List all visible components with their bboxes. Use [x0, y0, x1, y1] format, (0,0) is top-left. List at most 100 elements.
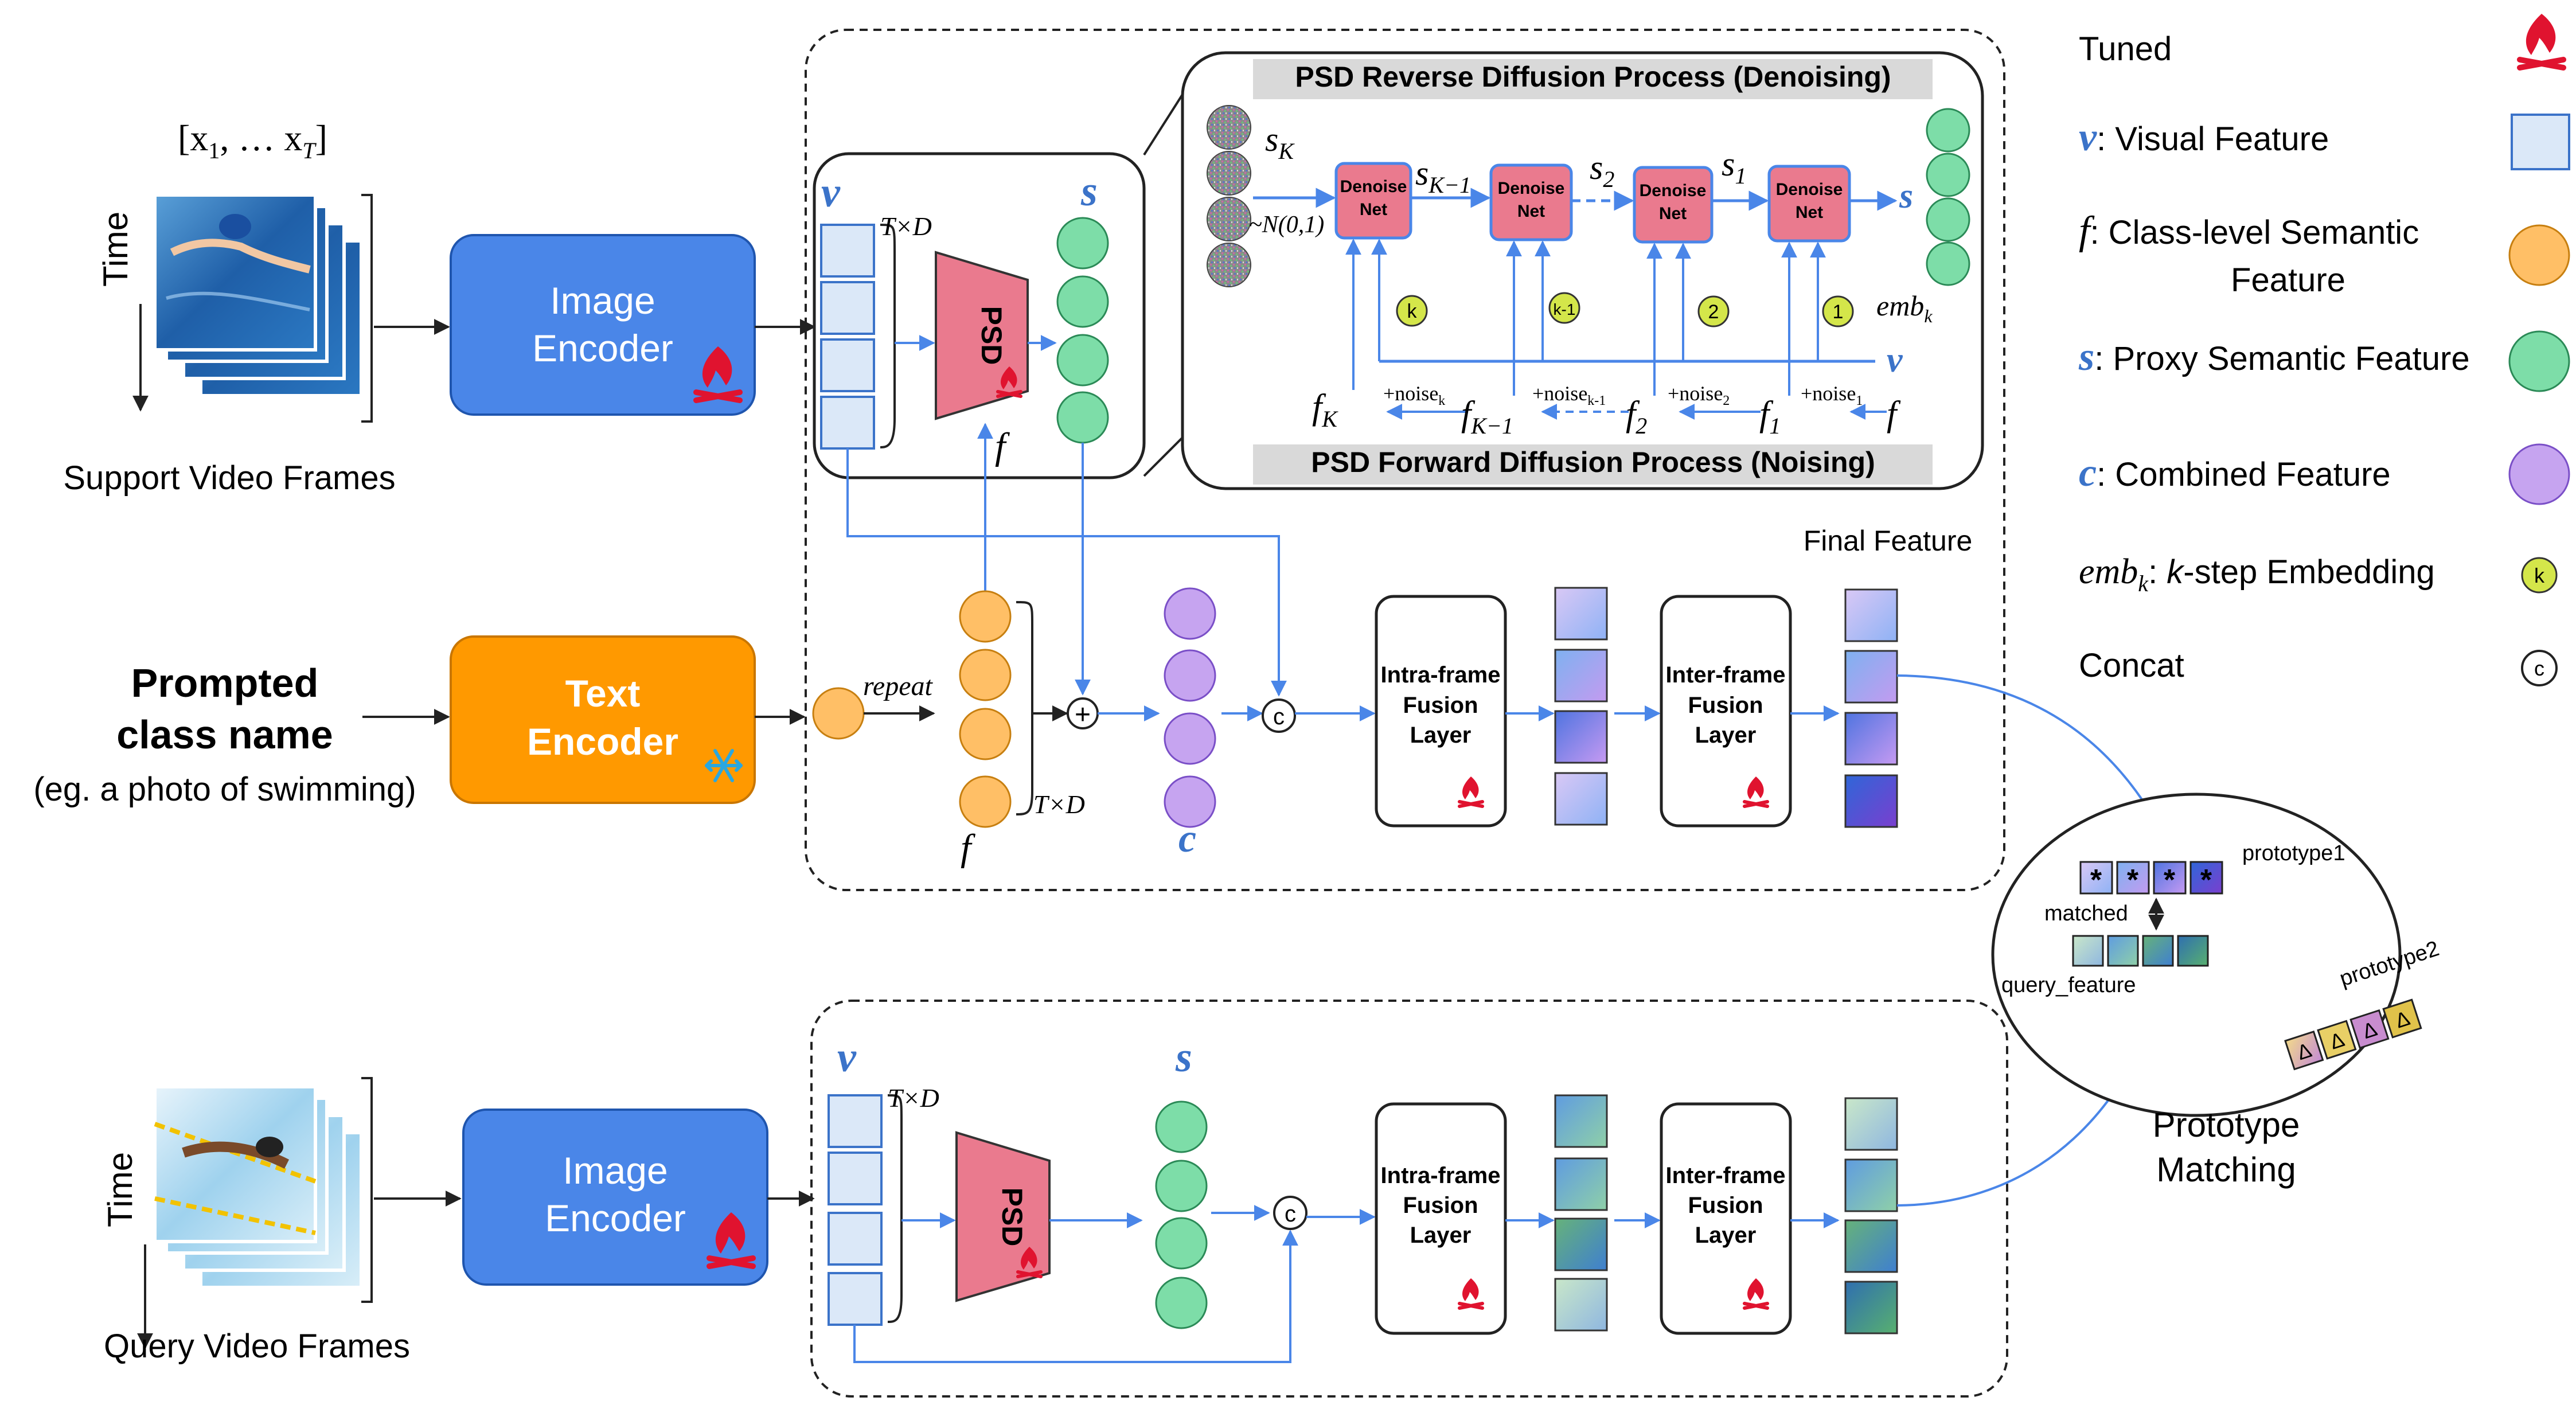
s-output-label: s [1899, 177, 1913, 216]
svg-text:Denoise: Denoise [1340, 177, 1407, 196]
svg-text:Net: Net [1796, 203, 1823, 222]
query-time-label: Time [101, 1152, 139, 1227]
prototype1-label: prototype1 [2242, 841, 2345, 865]
query-encoder-label-1: Image [563, 1149, 668, 1192]
support-encoder-label-2: Encoder [532, 327, 673, 369]
legend-combined: c: Combined Feature [2079, 451, 2391, 495]
prompt-line-3: (eg. a photo of swimming) [33, 771, 416, 808]
svg-text:Layer: Layer [1410, 1223, 1472, 1248]
svg-text:k: k [2534, 564, 2545, 587]
f-k-minus-1-label: fK−1 [1461, 395, 1513, 439]
support-txd-label: T×D [880, 212, 932, 241]
support-intra-frame-fusion-layer [1375, 595, 1507, 828]
query-branch: Time Query Video Frames Image Encoder [101, 1077, 815, 1365]
final-feature-label: Final Feature [1804, 525, 1973, 557]
legend-visual: v: Visual Feature [2079, 115, 2329, 159]
combined-c-label: c [1178, 817, 1196, 861]
text-txd-label: T×D [1033, 790, 1085, 819]
repeated-f-circles [959, 590, 1012, 828]
svg-text:1: 1 [1833, 301, 1844, 323]
noise-samples [1207, 105, 1251, 287]
prompt-line-1: Prompted [131, 661, 319, 705]
query-v-label: v [837, 1034, 857, 1081]
query-feature-label: query_feature [2001, 973, 2136, 997]
legend-class: f: Class-level Semantic [2079, 209, 2419, 253]
svg-text:Intra-frame: Intra-frame [1381, 662, 1501, 688]
svg-text:c: c [1285, 1201, 1296, 1227]
svg-text:Denoise: Denoise [1640, 181, 1707, 200]
s-2-label: s2 [1590, 149, 1614, 192]
query-feature-squares [2072, 935, 2209, 967]
repeat-label: repeat [863, 671, 934, 701]
text-branch: Prompted class name (eg. a photo of swim… [33, 587, 1376, 869]
matched-label: matched [2044, 901, 2128, 926]
svg-text:Net: Net [1659, 204, 1687, 223]
svg-text:Denoise: Denoise [1498, 179, 1565, 198]
svg-text:2: 2 [1708, 301, 1719, 323]
query-txd-label: T×D [888, 1083, 939, 1113]
s-k-minus-1-label: sK−1 [1415, 154, 1471, 198]
emb-k-label: embk [1876, 290, 1933, 326]
prototype1-features: * * * * [2079, 861, 2223, 897]
legend-emb-badge [2521, 557, 2558, 594]
support-sequence-label: [x1, … xT] [178, 118, 327, 163]
denoise-net-k-1: Denoise Net [1489, 163, 1573, 241]
prototype-matching-title-2: Matching [2156, 1150, 2296, 1189]
noise-k-minus-1-label: +noisek-1 [1532, 382, 1606, 408]
svg-text:*: * [2164, 864, 2176, 897]
svg-text:Layer: Layer [1410, 723, 1472, 748]
legend-visual-square [2511, 114, 2570, 170]
query-psd-label: PSD [996, 1188, 1028, 1247]
support-module-frame [805, 29, 2005, 891]
support-frames [153, 193, 363, 397]
diffusion-panel: PSD Reverse Diffusion Process (Denoising… [1181, 51, 1984, 490]
legend-class-line2: Feature [2231, 262, 2345, 299]
svg-text:c: c [1273, 704, 1285, 729]
legend-tuned-flame-icon [2520, 14, 2563, 68]
legend-concat: Concat [2079, 647, 2184, 684]
denoise-net-2: Denoise Net [1633, 166, 1714, 244]
concat-operator-support [1262, 698, 1296, 733]
svg-text:c: c [2534, 657, 2544, 680]
support-branch: [x1, … xT] Time Support Video Frames Ima… [63, 118, 816, 497]
query-image-encoder [462, 1109, 768, 1286]
svg-text:+: + [1075, 700, 1091, 730]
svg-text:Net: Net [1517, 202, 1545, 221]
support-v-label: v [821, 169, 841, 216]
support-inter-frame-fusion-layer [1660, 595, 1792, 828]
noise-distribution-label: ~N(0,1) [1249, 212, 1324, 238]
denoise-net-k: Denoise Net [1334, 162, 1412, 240]
query-module-frame [810, 1000, 2008, 1398]
svg-text:Inter-frame: Inter-frame [1666, 662, 1786, 688]
step-badges: k k-1 2 1 [1396, 292, 1854, 327]
svg-text:*: * [2090, 864, 2102, 897]
legend-tuned: Tuned [2079, 30, 2172, 68]
class-text-feature [812, 687, 865, 740]
denoise-net-1: Denoise Net [1767, 165, 1851, 243]
svg-text:Fusion: Fusion [1688, 693, 1763, 718]
svg-text:Net: Net [1360, 200, 1387, 219]
svg-text:*: * [2127, 864, 2139, 897]
concat-operator-query [1273, 1196, 1307, 1230]
support-psd-label: PSD [975, 306, 1008, 365]
svg-text:Layer: Layer [1695, 723, 1757, 748]
forward-diffusion-title: PSD Forward Diffusion Process (Noising) [1311, 446, 1875, 478]
prompt-line-2: class name [116, 712, 333, 757]
text-encoder [450, 635, 756, 804]
query-encoder-label-2: Encoder [545, 1197, 686, 1239]
noise-k-label: +noisek [1383, 382, 1445, 408]
svg-text:k: k [1407, 300, 1418, 322]
diffusion-v-label: v [1887, 341, 1903, 380]
svg-text:k-1: k-1 [1554, 300, 1576, 318]
query-inter-frame-fusion-layer [1660, 1102, 1792, 1335]
svg-text:Fusion: Fusion [1403, 1193, 1478, 1218]
frozen-snowflake-icon [705, 749, 743, 782]
legend-combined-circle [2508, 443, 2570, 505]
text-encoder-label-1: Text [565, 672, 641, 715]
support-fusion: Intra-frame Fusion Layer Inter-frame Fus… [1375, 525, 2175, 856]
legend-proxy: s: Proxy Semantic Feature [2078, 335, 2470, 379]
prototype-matching-title-1: Prototype [2153, 1106, 2300, 1144]
support-s-label: s [1080, 168, 1098, 215]
svg-text:*: * [2200, 864, 2212, 897]
